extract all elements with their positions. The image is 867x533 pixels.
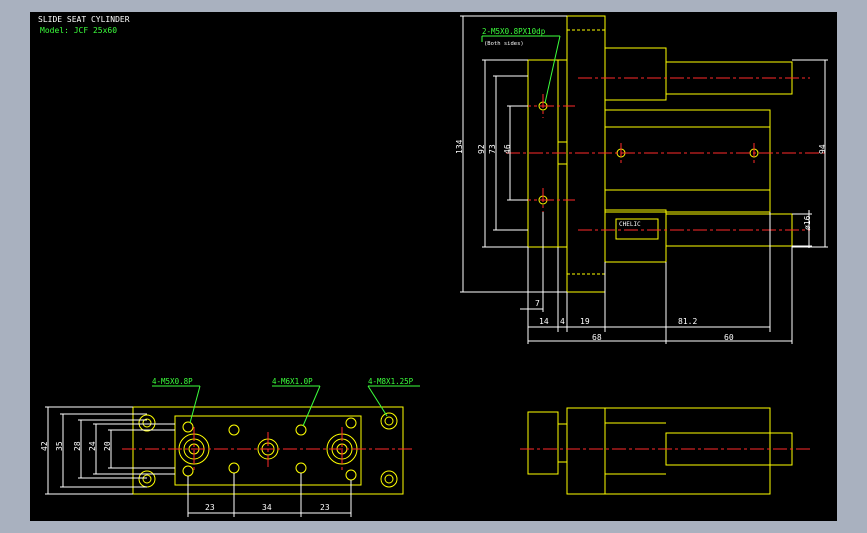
top-body-block (566, 407, 606, 495)
hole-c-label: 4-M8X1.25P (368, 377, 414, 386)
dim-d16: ø16 (803, 215, 812, 230)
hole-m8-bl (138, 470, 156, 488)
tap-top-label: 2-M5X0.8PX10dp (482, 27, 546, 36)
dim-4: 4 (560, 317, 565, 326)
hole-m8-br (380, 470, 398, 488)
hole-m6-1 (228, 424, 240, 436)
dim-94: 94 (818, 144, 827, 154)
tap-top-note: (Both sides) (484, 41, 524, 47)
cylinder-body (604, 109, 771, 213)
hole-m8-tl (138, 414, 156, 432)
hole-a-label: 4-M5X0.8P (152, 377, 193, 386)
side-view (527, 15, 793, 293)
centerlines-front (122, 427, 415, 472)
cad-drawing: CHELIC (40, 15, 828, 517)
dim-46: 46 (503, 144, 512, 154)
dim-92: 92 (477, 144, 486, 154)
dim-24: 24 (88, 441, 97, 451)
dim-19: 19 (580, 317, 590, 326)
hole-m6-3 (295, 424, 307, 436)
top-front-plate (527, 411, 559, 475)
dim-20: 20 (103, 441, 112, 451)
base-plate (132, 406, 404, 495)
inner-plate (174, 415, 362, 486)
body-block (566, 15, 606, 293)
dim-134: 134 (455, 139, 464, 154)
dim-60: 60 (724, 333, 734, 342)
dim-28: 28 (73, 441, 82, 451)
dim-35: 35 (55, 441, 64, 451)
model-label: Model: JCF 25x60 (40, 26, 118, 35)
hole-m5-tr (345, 417, 357, 429)
guide-block-top (604, 47, 667, 101)
dimensions-front (45, 406, 352, 517)
hole-m5-bl (182, 465, 194, 477)
dim-23-left: 23 (205, 503, 215, 512)
dim-73: 73 (488, 144, 497, 154)
centerlines-side (506, 77, 825, 231)
logo-text: CHELIC (619, 221, 641, 228)
hole-m5-tl (182, 421, 194, 433)
top-view (527, 407, 793, 495)
dim-14: 14 (539, 317, 549, 326)
dim-81-2: 81.2 (678, 317, 697, 326)
hole-b-label: 4-M6X1.0P (272, 377, 313, 386)
hole-m8-tr (380, 412, 398, 430)
drawing-canvas: SLIDE SEAT CYLINDER Model: JCF 25x60 (30, 12, 837, 521)
dim-42: 42 (40, 441, 49, 451)
drawing-title: SLIDE SEAT CYLINDER (38, 15, 130, 24)
leader-tap-top (481, 35, 561, 104)
guide-block-bottom (604, 209, 667, 263)
dim-34: 34 (262, 503, 272, 512)
dim-68: 68 (592, 333, 602, 342)
top-cylinder (604, 407, 771, 495)
dim-23-right: 23 (320, 503, 330, 512)
hole-m6-2 (228, 462, 240, 474)
dimensions-side (460, 15, 828, 344)
leaders-front (152, 385, 420, 427)
dim-7: 7 (535, 299, 540, 308)
logo-plate (615, 218, 659, 240)
hole-m5-br (345, 469, 357, 481)
hole-m6-4 (295, 462, 307, 474)
